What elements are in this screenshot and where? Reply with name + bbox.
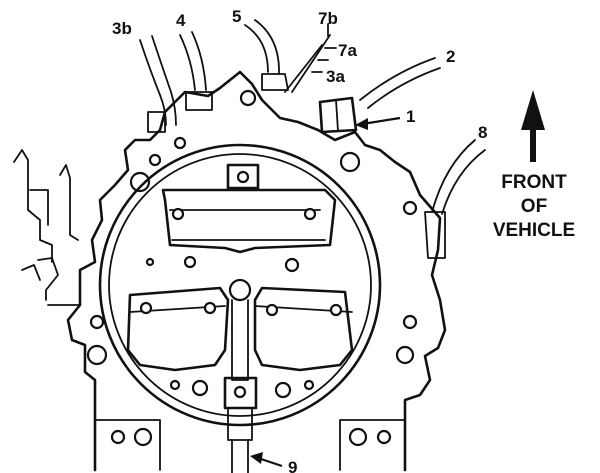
center-post bbox=[228, 278, 252, 302]
base-hole bbox=[376, 429, 392, 445]
body-hole bbox=[129, 171, 151, 193]
body-hole bbox=[148, 153, 162, 167]
body-hole bbox=[402, 200, 418, 216]
hoses bbox=[139, 19, 486, 473]
body-hole bbox=[239, 89, 257, 107]
callout-7b: 7b bbox=[318, 9, 338, 28]
callout-9: 9 bbox=[288, 458, 297, 473]
base-plate bbox=[86, 89, 418, 471]
body-hole bbox=[173, 136, 187, 150]
callout-4: 4 bbox=[176, 11, 186, 30]
front-of-vehicle-line1: FRONT bbox=[501, 172, 567, 193]
base-hole bbox=[348, 427, 368, 447]
callout-8: 8 bbox=[478, 123, 487, 142]
base-hole bbox=[110, 429, 126, 445]
callout-3b: 3b bbox=[112, 19, 132, 38]
up-arrow-icon bbox=[521, 90, 545, 130]
callout-3a: 3a bbox=[326, 67, 345, 86]
carburetor-body bbox=[13, 70, 447, 472]
body-hole bbox=[86, 344, 108, 366]
callout-1: 1 bbox=[406, 107, 415, 126]
body-hole bbox=[89, 314, 105, 330]
body-hole bbox=[402, 314, 418, 330]
front-arrow bbox=[521, 90, 545, 162]
main-bore bbox=[98, 143, 382, 427]
callout-7a: 7a bbox=[338, 41, 357, 60]
front-of-vehicle-line3: VEHICLE bbox=[493, 220, 575, 241]
leaders bbox=[250, 116, 401, 468]
callout-2: 2 bbox=[446, 47, 455, 66]
body-hole bbox=[395, 345, 415, 365]
body-hole bbox=[339, 151, 361, 173]
front-of-vehicle-line2: OF bbox=[521, 196, 547, 217]
callout-5: 5 bbox=[232, 7, 241, 26]
base-hole bbox=[133, 427, 153, 447]
